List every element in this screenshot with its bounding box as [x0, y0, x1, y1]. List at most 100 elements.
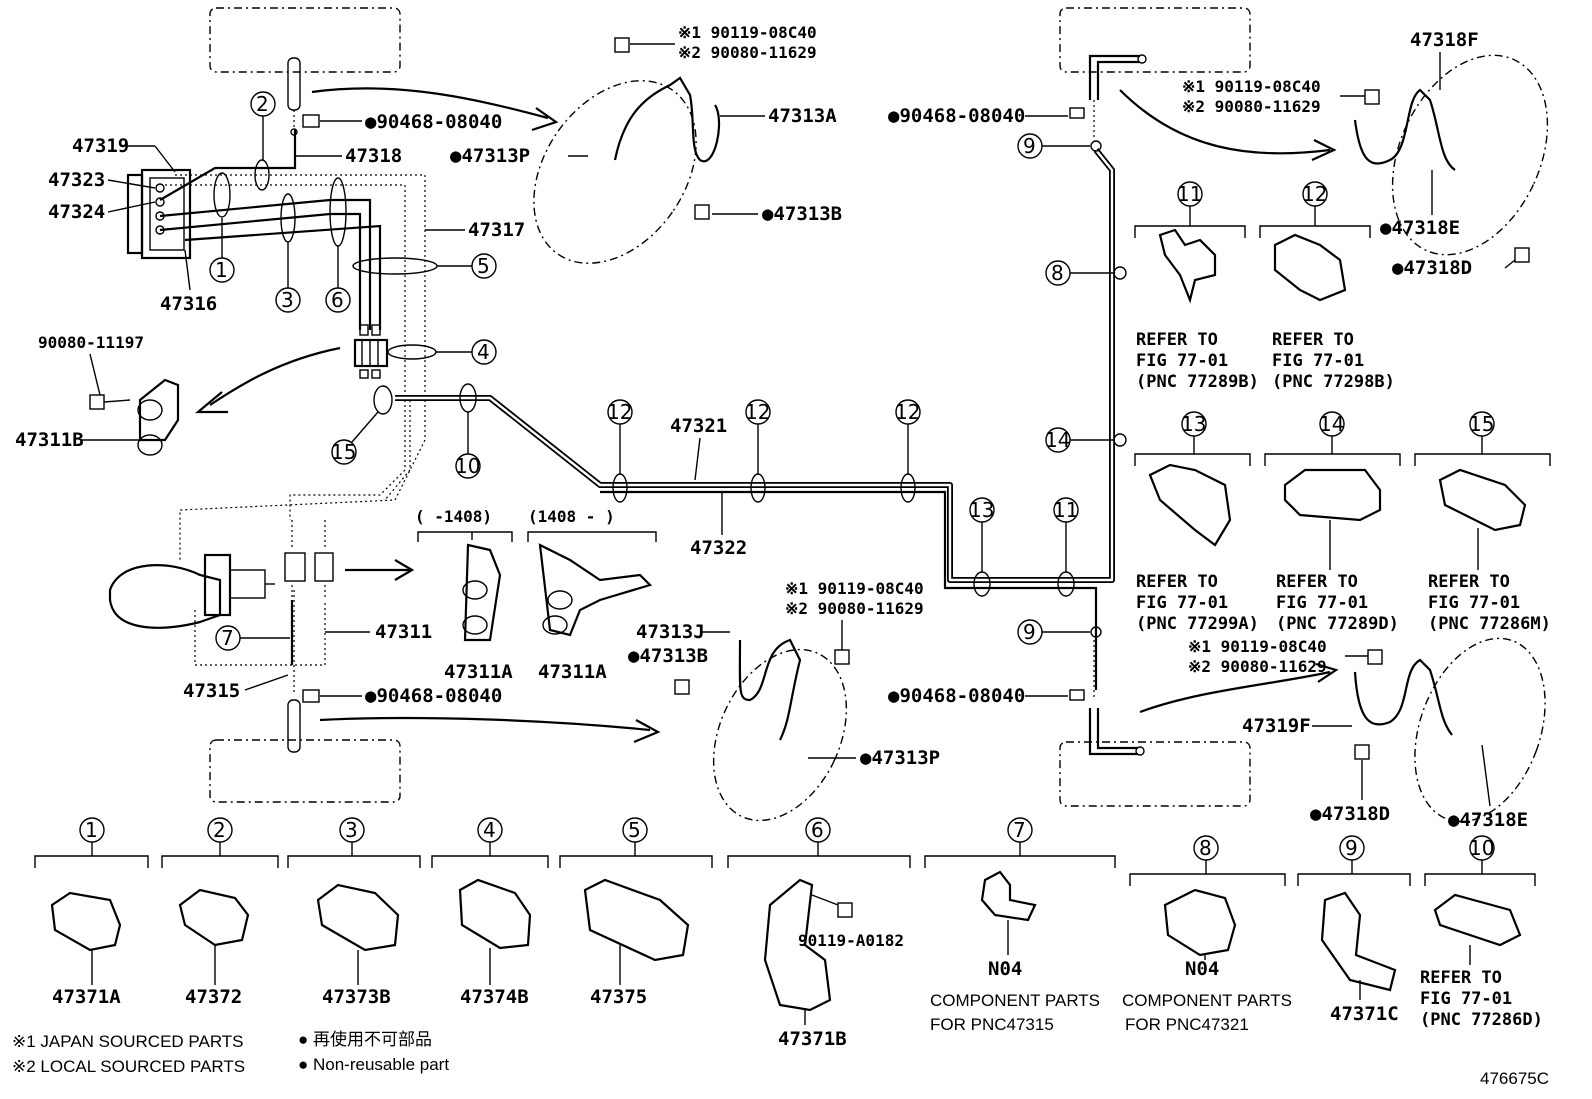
detail-circle-rear-right [1414, 637, 1546, 823]
label-47317: 47317 [468, 219, 525, 241]
svg-text:N04: N04 [988, 958, 1022, 980]
clamp-13 [973, 571, 991, 597]
svg-text:(PNC 77286D): (PNC 77286D) [1420, 1010, 1543, 1030]
ref-11: REFER TO FIG 77-01 (PNC 77289B) [1136, 330, 1259, 392]
label-range-2: (1408 - ) [528, 507, 615, 526]
svg-text:15: 15 [331, 440, 356, 464]
svg-text:6: 6 [331, 288, 344, 312]
svg-text:2: 2 [213, 818, 226, 842]
svg-text:13: 13 [1181, 412, 1206, 436]
svg-text:5: 5 [628, 818, 641, 842]
bolt-top [614, 37, 630, 53]
clamp-9-bottom [1090, 626, 1102, 638]
flex-hose-rear-left [738, 638, 802, 741]
svg-text:9: 9 [1023, 134, 1036, 158]
label-90468-a: ●90468-08040 [365, 111, 502, 133]
rear-right-stub-top [1069, 54, 1147, 140]
clamp-6 [329, 177, 347, 247]
svg-text:8: 8 [1199, 836, 1212, 860]
label-47313A: 47313A [768, 105, 837, 127]
label-90080-11197: 90080-11197 [38, 333, 144, 352]
svg-text:(PNC 77299A): (PNC 77299A) [1136, 614, 1259, 634]
clamp-1 [213, 172, 231, 218]
label-47313P-mid: ●47313P [860, 747, 940, 769]
svg-text:47371B: 47371B [778, 1028, 847, 1050]
detail-circle-rear-left [712, 648, 848, 822]
svg-text:47375: 47375 [590, 986, 647, 1008]
label-47311A-2: 47311A [538, 661, 607, 683]
ref-10: REFER TO FIG 77-01 (PNC 77286D) [1420, 968, 1543, 1030]
svg-text:10: 10 [1469, 836, 1494, 860]
junction-block [353, 324, 389, 379]
clamp-4 [387, 344, 437, 360]
svg-text:9: 9 [1345, 836, 1358, 860]
label-90468-c: ●90468-08040 [888, 105, 1025, 127]
label-bolt2-rtop: ※2 90080-11629 [1182, 97, 1321, 116]
svg-text:11: 11 [1177, 182, 1202, 206]
component-parts-1a: COMPONENT PARTS [930, 991, 1100, 1010]
svg-text:12: 12 [1302, 182, 1327, 206]
svg-text:(PNC 77289B): (PNC 77289B) [1136, 372, 1259, 392]
svg-text:7: 7 [1013, 818, 1026, 842]
component-parts-1b: COMPONENT PARTS [1122, 991, 1292, 1010]
svg-text:(PNC 77298B): (PNC 77298B) [1272, 372, 1395, 392]
svg-text:FIG 77-01: FIG 77-01 [1420, 989, 1512, 1009]
detail-circle-front-left [533, 80, 697, 264]
svg-text:REFER TO: REFER TO [1276, 572, 1358, 592]
label-47313J: 47313J [636, 621, 705, 643]
label-47318E-bot: ●47318E [1448, 809, 1528, 831]
wheel-area-bottom-right [1059, 741, 1251, 807]
svg-text:47374B: 47374B [460, 986, 529, 1008]
arrows [194, 87, 1339, 744]
label-range-1: ( -1408) [415, 507, 492, 526]
svg-text:FIG 77-01: FIG 77-01 [1272, 351, 1364, 371]
svg-text:REFER TO: REFER TO [1136, 330, 1218, 350]
component-parts-2a: FOR PNC47315 [930, 1015, 1054, 1034]
label-47318D-bot: ●47318D [1310, 803, 1390, 825]
svg-text:N04: N04 [1185, 958, 1219, 980]
svg-text:4: 4 [483, 818, 496, 842]
svg-text:(PNC 77286M): (PNC 77286M) [1428, 614, 1551, 634]
svg-text:2: 2 [256, 92, 269, 116]
wheel-area-bottom-left [209, 739, 401, 803]
svg-text:3: 3 [281, 288, 294, 312]
svg-text:4: 4 [477, 340, 490, 364]
svg-text:FIG 77-01: FIG 77-01 [1276, 593, 1368, 613]
label-bolt2-top: ※2 90080-11629 [678, 43, 817, 62]
ref-15: REFER TO FIG 77-01 (PNC 77286M) [1428, 572, 1551, 634]
label-47324: 47324 [48, 201, 105, 223]
clamp-15 [373, 385, 393, 415]
svg-text:12: 12 [895, 400, 920, 424]
label-47318D-top: ●47318D [1392, 257, 1472, 279]
svg-text:90119-A0182: 90119-A0182 [798, 931, 904, 950]
legend-nonreuse-jp: ● 再使用不可部品 [298, 1029, 432, 1049]
svg-text:REFER TO: REFER TO [1420, 968, 1502, 988]
ref-14: REFER TO FIG 77-01 (PNC 77289D) [1276, 572, 1399, 634]
detail-circle-front-right [1391, 54, 1549, 256]
svg-text:14: 14 [1045, 428, 1070, 452]
svg-text:REFER TO: REFER TO [1272, 330, 1354, 350]
label-47311B: 47311B [15, 429, 84, 451]
rear-left-hose-stub [287, 590, 320, 753]
flex-hose-front-left [613, 76, 721, 163]
label-bolt1-rtop: ※1 90119-08C40 [1182, 77, 1321, 96]
label-bolt2-mid: ※2 90080-11629 [785, 599, 924, 618]
label-47311: 47311 [375, 621, 432, 643]
svg-text:13: 13 [969, 498, 994, 522]
label-47311A-1: 47311A [444, 661, 513, 683]
label-90468-d: ●90468-08040 [888, 685, 1025, 707]
bracket-47311A-late [538, 543, 653, 637]
component-parts-2b: FOR PNC47321 [1125, 1015, 1249, 1034]
ref-12: REFER TO FIG 77-01 (PNC 77298B) [1272, 330, 1395, 392]
front-tubes [159, 130, 426, 560]
label-47319F: 47319F [1242, 715, 1311, 737]
proportioning-valve [108, 520, 334, 666]
bracket-47311B [89, 378, 180, 456]
label-47322: 47322 [690, 537, 747, 559]
flex-hose-rear-right [1353, 658, 1453, 736]
label-47313P-top: ●47313P [450, 145, 530, 167]
label-47313B-top: ●47313B [762, 203, 842, 225]
svg-text:14: 14 [1319, 412, 1344, 436]
clamp-8 [1113, 266, 1127, 280]
label-47318F: 47318F [1410, 29, 1479, 51]
